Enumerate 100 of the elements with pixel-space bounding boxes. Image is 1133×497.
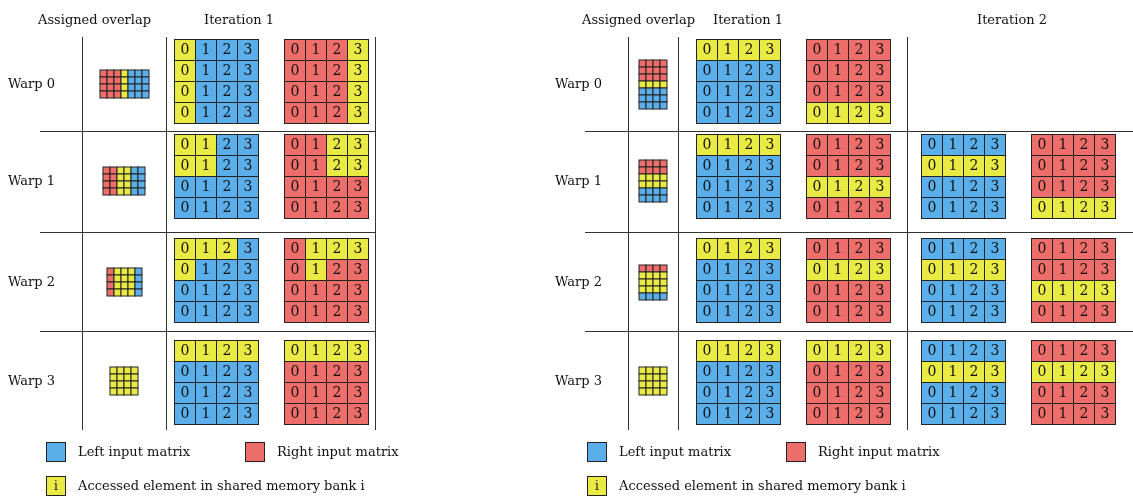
- matrix-cell: 1: [827, 197, 849, 219]
- matrix-cell: 1: [717, 60, 739, 82]
- matrix-cell: 2: [963, 238, 985, 260]
- matrix-cell: 3: [984, 301, 1006, 323]
- matrix-cell: 0: [174, 134, 196, 156]
- matrix-cell: 1: [717, 238, 739, 260]
- matrix-cell: 2: [1073, 301, 1095, 323]
- matrix-cell: 2: [1073, 382, 1095, 404]
- matrix-cell: 0: [1031, 155, 1053, 177]
- matrix-cell: 1: [195, 361, 217, 383]
- matrix-cell: 3: [984, 259, 1006, 281]
- matrix-cell: 3: [759, 259, 781, 281]
- matrix-cell: 0: [284, 81, 306, 103]
- legend-label: Right input matrix: [277, 444, 399, 460]
- matrix-cell: 1: [195, 301, 217, 323]
- matrix-cell: 1: [827, 176, 849, 198]
- matrix-cell: 2: [848, 382, 870, 404]
- matrix-cell: 0: [174, 361, 196, 383]
- matrix-cell: 3: [984, 176, 1006, 198]
- matrix-cell: 3: [347, 238, 369, 260]
- row-label: Warp 0: [8, 76, 55, 92]
- matrix-cell: 3: [869, 197, 891, 219]
- matrix-cell: 3: [237, 60, 259, 82]
- matrix-cell: 1: [827, 259, 849, 281]
- matrix-cell: 0: [806, 60, 828, 82]
- matrix-cell: 0: [174, 155, 196, 177]
- matrix-cell: 0: [921, 301, 943, 323]
- matrix-cell: 1: [942, 361, 964, 383]
- matrix-cell: 3: [347, 403, 369, 425]
- matrix-cell: 0: [1031, 382, 1053, 404]
- matrix-cell: 3: [1094, 238, 1116, 260]
- matrix-cell: 3: [1094, 382, 1116, 404]
- matrix-cell: 0: [806, 340, 828, 362]
- matrix-cell: 1: [1052, 403, 1074, 425]
- matrix-cell: 3: [759, 60, 781, 82]
- matrix-cell: 3: [759, 39, 781, 61]
- matrix-cell: 1: [1052, 155, 1074, 177]
- matrix-cell: 2: [216, 403, 238, 425]
- matrix-cell: 2: [848, 102, 870, 124]
- matrix-cell: 3: [347, 301, 369, 323]
- matrix-cell: 1: [195, 382, 217, 404]
- matrix-cell: 3: [237, 340, 259, 362]
- matrix-cell: 1: [195, 280, 217, 302]
- matrix-cell: 0: [284, 259, 306, 281]
- matrix-cell: 3: [347, 340, 369, 362]
- matrix-cell: 0: [806, 155, 828, 177]
- matrix-cell: 2: [738, 60, 760, 82]
- matrix-cell: 2: [326, 60, 348, 82]
- matrix-cell: 1: [1052, 340, 1074, 362]
- matrix-cell: 2: [848, 280, 870, 302]
- matrix-cell: 2: [326, 197, 348, 219]
- matrix-cell: 2: [1073, 238, 1095, 260]
- matrix-cell: 3: [869, 238, 891, 260]
- matrix-cell: 3: [869, 155, 891, 177]
- matrix-cell: 0: [921, 340, 943, 362]
- matrix-cell: 3: [759, 403, 781, 425]
- matrix-cell: 0: [284, 134, 306, 156]
- matrix-cell: 2: [848, 60, 870, 82]
- matrix-cell: 0: [284, 60, 306, 82]
- matrix-cell: 3: [347, 39, 369, 61]
- matrix-cell: 2: [738, 259, 760, 281]
- matrix-cell: 2: [738, 176, 760, 198]
- matrix-cell: 3: [1094, 340, 1116, 362]
- row-label: Warp 3: [8, 373, 55, 389]
- row-label: Warp 1: [8, 173, 55, 189]
- matrix-cell: 0: [921, 134, 943, 156]
- matrix-cell: 1: [717, 280, 739, 302]
- matrix-cell: 3: [237, 403, 259, 425]
- matrix-cell: 1: [1052, 259, 1074, 281]
- matrix-cell: 2: [1073, 197, 1095, 219]
- matrix-cell: 1: [942, 382, 964, 404]
- matrix-cell: 3: [869, 301, 891, 323]
- matrix-cell: 3: [237, 197, 259, 219]
- matrix-cell: 1: [827, 39, 849, 61]
- matrix-cell: 2: [738, 39, 760, 61]
- matrix-cell: 0: [284, 301, 306, 323]
- matrix-cell: 0: [1031, 259, 1053, 281]
- matrix-cell: 2: [963, 197, 985, 219]
- matrix-cell: 3: [869, 39, 891, 61]
- matrix-cell: 2: [738, 238, 760, 260]
- matrix-cell: 2: [326, 134, 348, 156]
- matrix-cell: 0: [806, 382, 828, 404]
- matrix-cell: 0: [174, 340, 196, 362]
- matrix-cell: 3: [237, 301, 259, 323]
- matrix-cell: 2: [326, 238, 348, 260]
- matrix-cell: 0: [174, 238, 196, 260]
- matrix-cell: 2: [963, 155, 985, 177]
- row-label: Warp 2: [555, 274, 602, 290]
- matrix-cell: 1: [942, 280, 964, 302]
- matrix-cell: 2: [326, 81, 348, 103]
- matrix-cell: 0: [921, 361, 943, 383]
- matrix-cell: 3: [1094, 176, 1116, 198]
- matrix-cell: 2: [1073, 259, 1095, 281]
- matrix-cell: 2: [848, 134, 870, 156]
- matrix-cell: 1: [1052, 134, 1074, 156]
- matrix-cell: 2: [1073, 176, 1095, 198]
- matrix-cell: 1: [305, 361, 327, 383]
- matrix-cell: 2: [326, 361, 348, 383]
- matrix-cell: 3: [869, 361, 891, 383]
- matrix-cell: 3: [984, 197, 1006, 219]
